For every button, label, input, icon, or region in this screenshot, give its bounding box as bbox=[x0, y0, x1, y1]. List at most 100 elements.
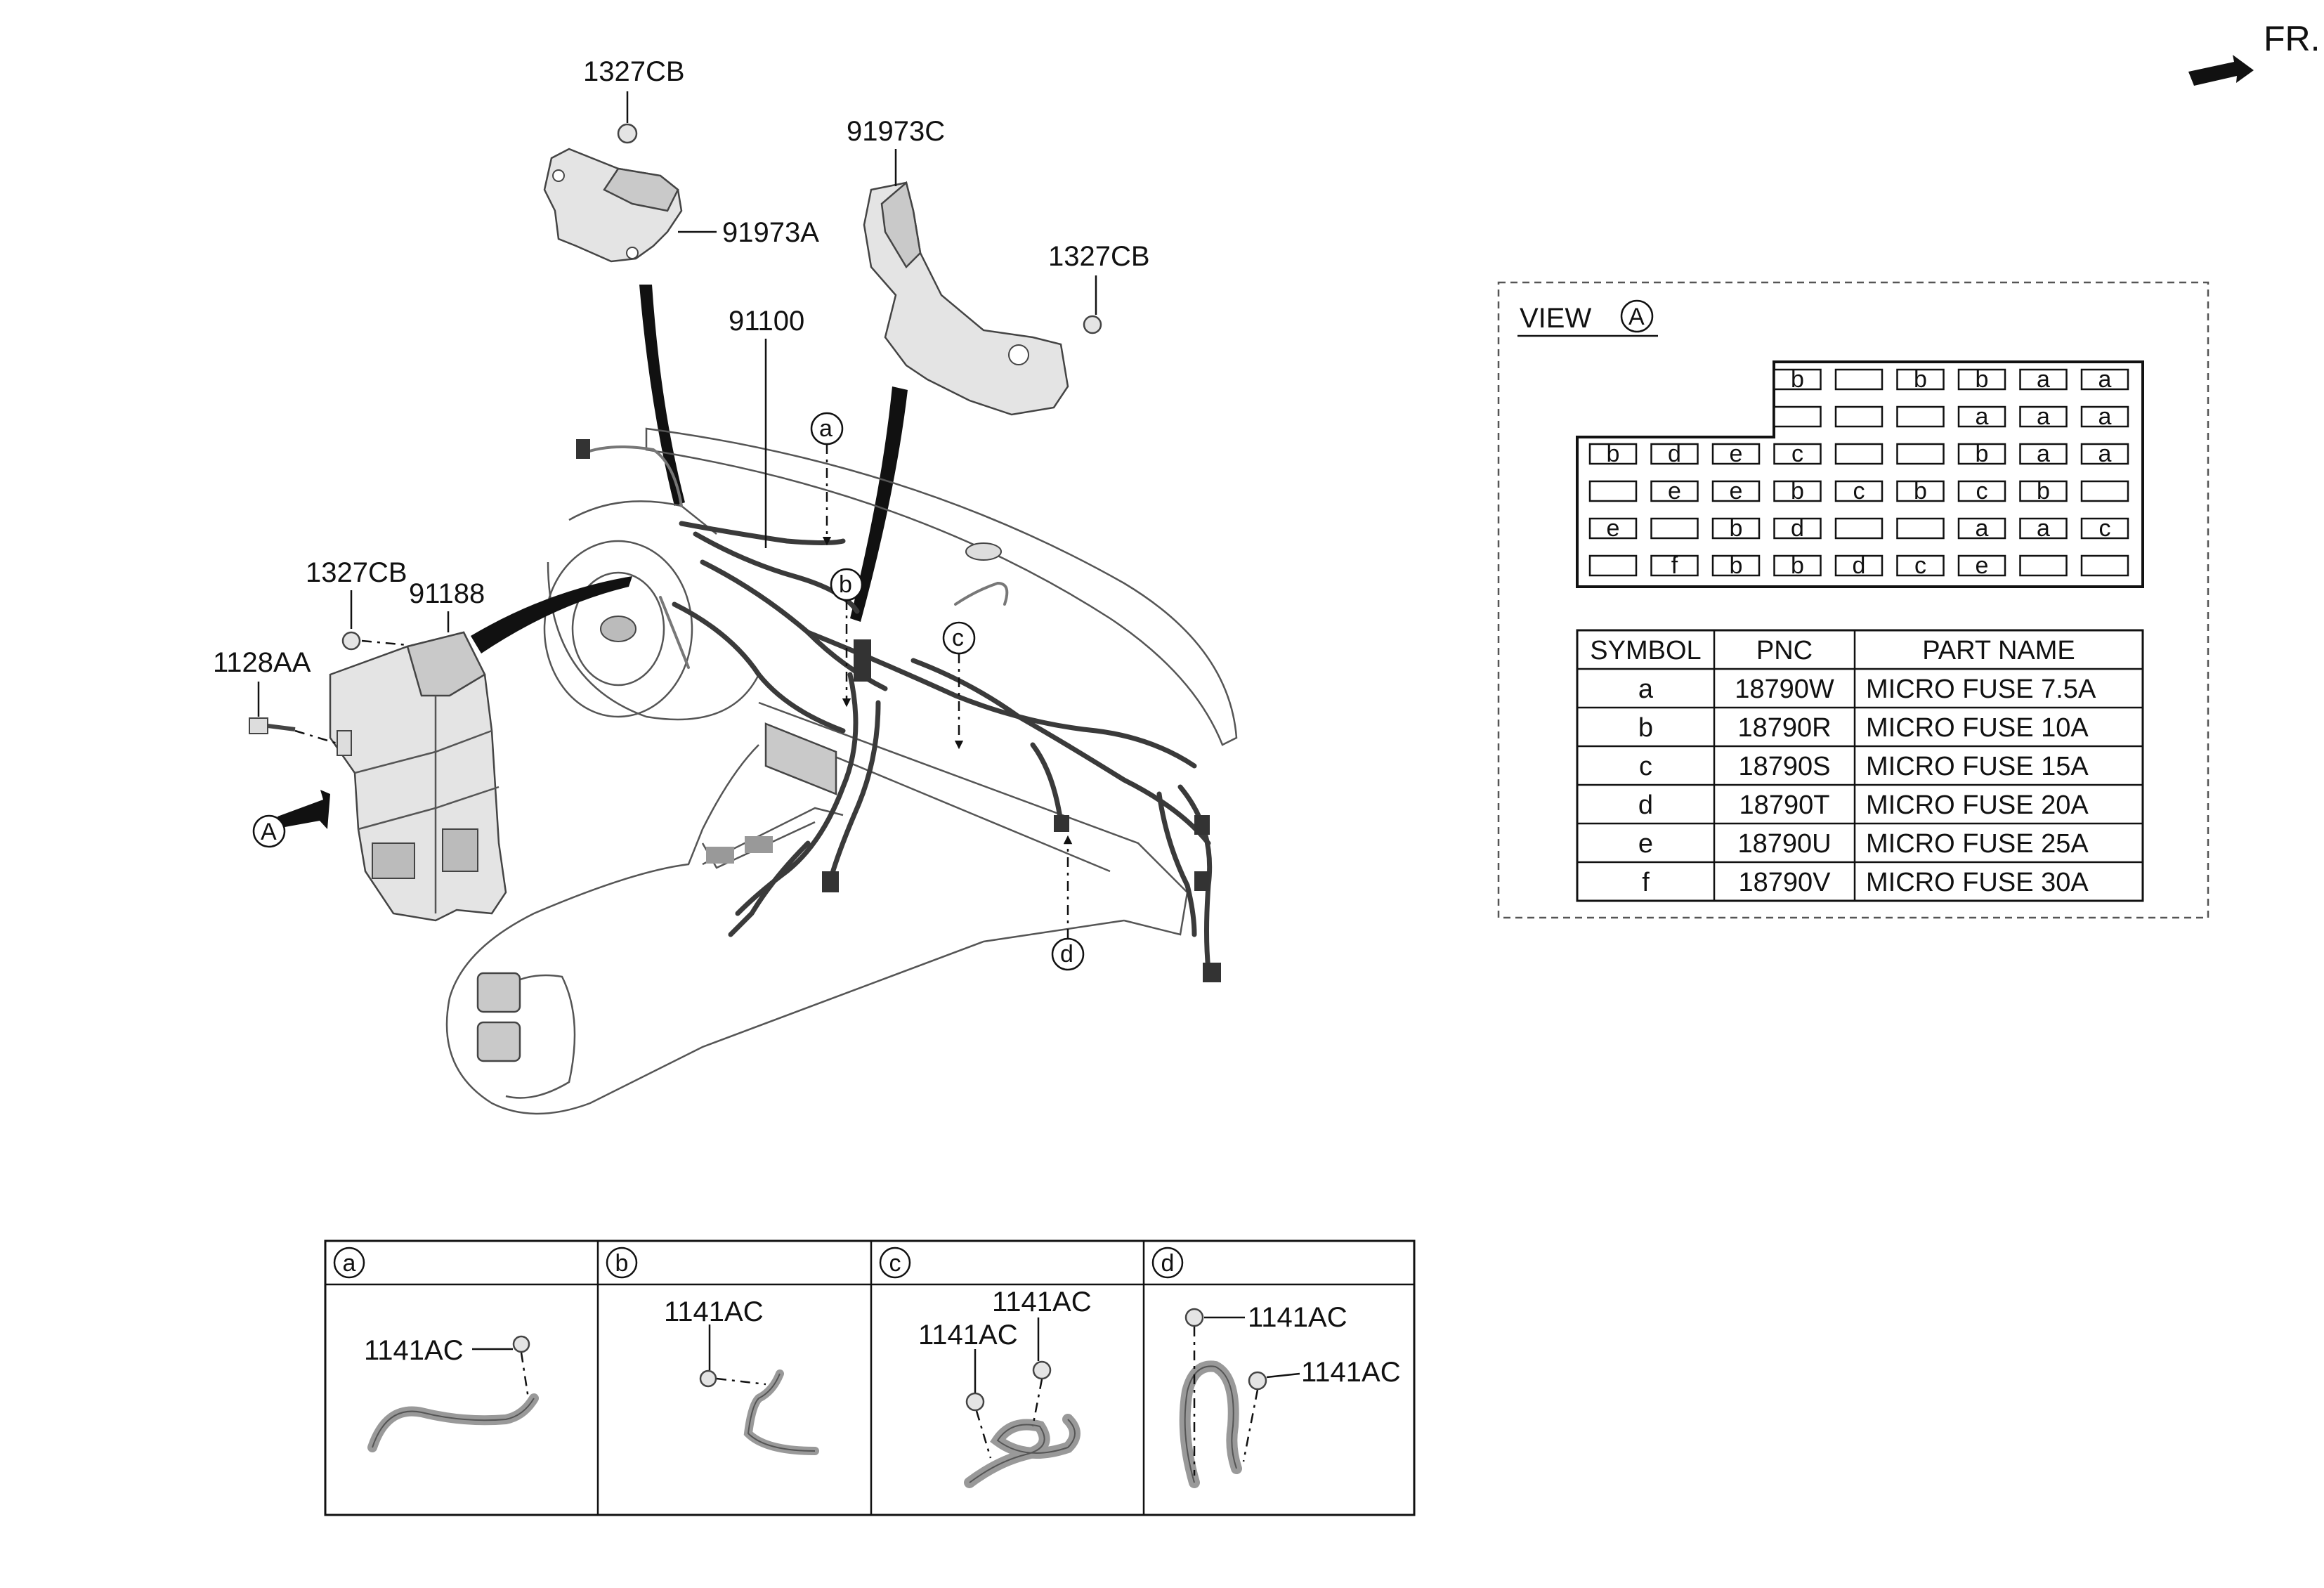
fuse-table-cell: MICRO FUSE 7.5A bbox=[1866, 675, 2096, 704]
fuse-slot bbox=[2019, 443, 2068, 465]
fuse-slot-symbol: b bbox=[1607, 441, 1620, 467]
fuse-slot bbox=[1896, 405, 1945, 428]
fuse-slot bbox=[1588, 480, 1638, 502]
view-title: VIEW bbox=[1520, 303, 1591, 334]
callout-91188: 91188 bbox=[409, 578, 485, 609]
fuse-table-header: SYMBOL bbox=[1590, 636, 1701, 665]
fuse-table-cell: c bbox=[1639, 752, 1652, 781]
fuse-table-header: PNC bbox=[1756, 636, 1813, 665]
fuse-slot bbox=[1588, 517, 1638, 540]
detail-marker-d-label: d bbox=[1060, 941, 1073, 968]
fuse-table-frame bbox=[1576, 629, 2144, 902]
fuse-slot bbox=[1957, 517, 2006, 540]
fuse-slot bbox=[1834, 480, 1884, 502]
fuse-slot bbox=[1773, 554, 1822, 577]
fuse-table-cell: 18790S bbox=[1738, 752, 1830, 781]
fuse-table-cell: d bbox=[1638, 790, 1653, 820]
fuse-slot bbox=[1957, 405, 2006, 428]
fuse-slot-symbol: b bbox=[1730, 515, 1743, 542]
fuse-table-cell: 18790R bbox=[1737, 713, 1831, 743]
pointer-arrow bbox=[471, 576, 632, 653]
fuse-slot bbox=[2080, 443, 2129, 465]
fuse-table-cell: 18790T bbox=[1739, 790, 1830, 820]
fuse-slot bbox=[2019, 554, 2068, 577]
detail-header-label: a bbox=[343, 1250, 356, 1277]
fuse-slot-symbol: b bbox=[1791, 478, 1804, 505]
fuse-block-outline bbox=[1576, 360, 2144, 588]
fuse-table-cell: e bbox=[1638, 829, 1653, 859]
fuse-slot-symbol: b bbox=[1914, 478, 1927, 505]
fuse-slot-symbol: b bbox=[1914, 366, 1927, 393]
fuse-slot-symbol: d bbox=[1668, 441, 1681, 467]
detail-d-label-1: 1141AC bbox=[1248, 1302, 1347, 1333]
fuse-table-cell: 18790V bbox=[1738, 868, 1831, 897]
fuse-table-header: PART NAME bbox=[1922, 636, 2075, 665]
fuse-slot bbox=[2080, 405, 2129, 428]
detail-header-label: b bbox=[615, 1250, 629, 1277]
fuse-slot-symbol: e bbox=[1730, 441, 1743, 467]
fuse-slot bbox=[1834, 368, 1884, 391]
detail-marker-b-label: b bbox=[839, 571, 852, 598]
fuse-slot-symbol: b bbox=[1791, 552, 1804, 579]
fuse-slot bbox=[2019, 480, 2068, 502]
fuse-slot-symbol: c bbox=[1914, 552, 1926, 579]
callout-1327cb-top: 1327CB bbox=[583, 56, 685, 87]
fuse-slot-symbol: b bbox=[1791, 366, 1804, 393]
fuse-slot bbox=[2080, 554, 2129, 577]
detail-a-label: 1141AC bbox=[364, 1335, 464, 1366]
dashboard-outline bbox=[445, 427, 1238, 1115]
fuse-slot bbox=[1711, 554, 1761, 577]
fuse-table-cell: f bbox=[1642, 868, 1650, 897]
fuse-slot-symbol: c bbox=[2099, 515, 2111, 542]
fuse-slot-symbol: e bbox=[1668, 478, 1681, 505]
fuse-slot bbox=[1773, 480, 1822, 502]
fuse-slot bbox=[1834, 517, 1884, 540]
fuse-slot-symbol: e bbox=[1607, 515, 1620, 542]
fuse-table-cell: MICRO FUSE 20A bbox=[1866, 790, 2089, 820]
fuse-table-cell: MICRO FUSE 10A bbox=[1866, 713, 2089, 743]
fuse-table-cell: MICRO FUSE 25A bbox=[1866, 829, 2089, 859]
fuse-slot bbox=[1711, 443, 1761, 465]
main-wiring-harness bbox=[576, 439, 1221, 982]
fuse-slot bbox=[2080, 480, 2129, 502]
fuse-slot bbox=[1773, 443, 1822, 465]
fuse-slot bbox=[1957, 368, 2006, 391]
fuse-slot-symbol: c bbox=[1853, 478, 1865, 505]
fuse-table-cell: 18790W bbox=[1735, 675, 1834, 704]
fuse-slot-symbol: a bbox=[1976, 403, 1989, 430]
fuse-slot-symbol: b bbox=[1730, 552, 1743, 579]
fuse-slot bbox=[1834, 443, 1884, 465]
detail-c-label-1: 1141AC bbox=[918, 1320, 1018, 1351]
front-direction-arrow: FR. bbox=[2188, 19, 2320, 86]
fuse-slot-symbol: b bbox=[1976, 366, 1989, 393]
view-title-marker-label: A bbox=[1628, 304, 1645, 330]
callout-91973a: 91973A bbox=[722, 217, 819, 248]
fuse-slot-symbol: a bbox=[1976, 515, 1989, 542]
fuse-slot bbox=[1711, 517, 1761, 540]
fuse-slot bbox=[1957, 554, 2006, 577]
fuse-slot bbox=[1957, 480, 2006, 502]
fuse-table-cell: MICRO FUSE 15A bbox=[1866, 752, 2089, 781]
fuse-slot bbox=[1896, 480, 1945, 502]
fuse-slot-symbol: a bbox=[2037, 366, 2050, 393]
fuse-table-cell: a bbox=[1638, 675, 1654, 704]
view-title-marker bbox=[1620, 299, 1654, 333]
fuse-slot bbox=[1773, 517, 1822, 540]
fuse-slot bbox=[1896, 368, 1945, 391]
detail-a-drawing bbox=[367, 1335, 539, 1452]
fuse-slot bbox=[1957, 443, 2006, 465]
fuse-slot bbox=[2080, 368, 2129, 391]
detail-d-label-2: 1141AC bbox=[1301, 1357, 1401, 1388]
view-a-arrow bbox=[278, 790, 330, 829]
fuse-slot bbox=[2019, 517, 2068, 540]
detail-marker-a-label: a bbox=[819, 415, 833, 442]
fuse-slot-symbol: b bbox=[2037, 478, 2050, 505]
fuse-slot bbox=[1588, 443, 1638, 465]
pointer-arrow bbox=[639, 285, 685, 506]
fuse-table-cell: 18790U bbox=[1737, 829, 1831, 859]
detail-b-drawing bbox=[699, 1325, 819, 1455]
fuse-slot-symbol: a bbox=[2098, 441, 2112, 467]
fuse-slot-symbol: d bbox=[1853, 552, 1866, 579]
fuse-slot-symbol: a bbox=[2037, 515, 2050, 542]
